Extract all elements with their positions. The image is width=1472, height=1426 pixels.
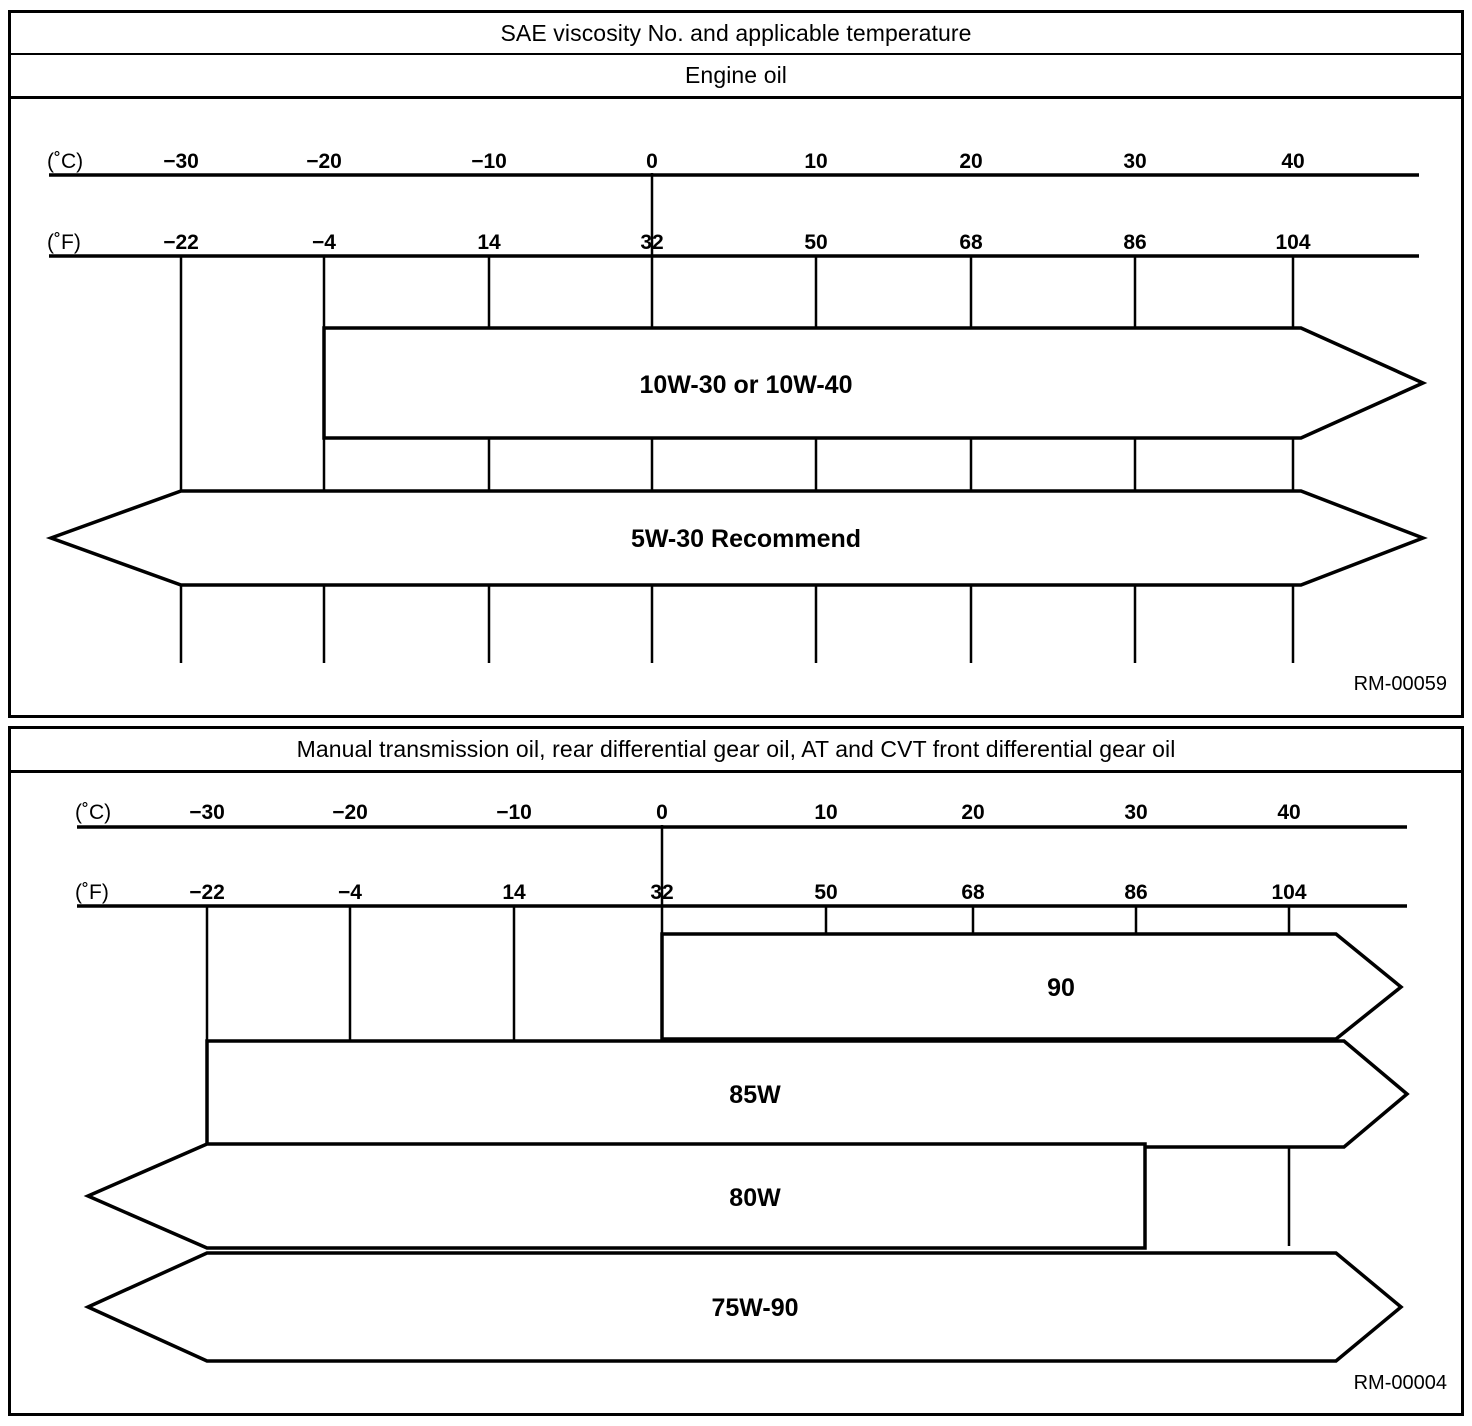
band-label-10w30: 10W-30 or 10W-40 bbox=[640, 371, 853, 399]
engine-oil-heading-banner: Engine oil bbox=[11, 55, 1461, 99]
c2-tick-1: −20 bbox=[332, 801, 368, 824]
fahrenheit-unit-label: (˚F) bbox=[47, 231, 81, 254]
fahrenheit-unit-label-2: (˚F) bbox=[75, 881, 109, 904]
band-label-75w90: 75W-90 bbox=[711, 1294, 798, 1322]
band-label-5w30: 5W-30 Recommend bbox=[631, 525, 861, 553]
band-label-80w: 80W bbox=[729, 1184, 781, 1212]
c-tick-4: 10 bbox=[804, 150, 827, 173]
f-tick-2: 14 bbox=[477, 231, 501, 254]
celsius-unit-label: (˚C) bbox=[47, 150, 83, 173]
gear-oil-panel: Manual transmission oil, rear differenti… bbox=[8, 726, 1464, 1416]
c2-tick-2: −10 bbox=[496, 801, 532, 824]
c-tick-0: −30 bbox=[163, 150, 199, 173]
c-tick-7: 40 bbox=[1281, 150, 1304, 173]
f-tick-1: −4 bbox=[312, 231, 336, 254]
page-title: SAE viscosity No. and applicable tempera… bbox=[500, 19, 972, 46]
gear-oil-heading: Manual transmission oil, rear differenti… bbox=[296, 736, 1176, 762]
main-title-banner: SAE viscosity No. and applicable tempera… bbox=[11, 13, 1461, 55]
engine-oil-panel: SAE viscosity No. and applicable tempera… bbox=[8, 10, 1464, 718]
gear-oil-chart: −30 −20 −10 0 10 20 30 40 −22 −4 14 32 5… bbox=[11, 729, 1461, 1413]
c2-tick-3: 0 bbox=[656, 801, 668, 824]
c-tick-6: 30 bbox=[1123, 150, 1146, 173]
c-tick-3: 0 bbox=[646, 150, 658, 173]
f-tick-4: 50 bbox=[804, 231, 827, 254]
engine-oil-heading: Engine oil bbox=[684, 62, 788, 88]
f-tick-7: 104 bbox=[1275, 231, 1310, 254]
f2-tick-0: −22 bbox=[189, 881, 225, 904]
f2-tick-4: 50 bbox=[814, 881, 837, 904]
band-label-85w: 85W bbox=[729, 1081, 781, 1109]
c2-tick-5: 20 bbox=[961, 801, 984, 824]
f2-tick-1: −4 bbox=[338, 881, 362, 904]
f2-tick-5: 68 bbox=[961, 881, 985, 904]
f-tick-5: 68 bbox=[959, 231, 983, 254]
celsius-unit-label-2: (˚C) bbox=[75, 801, 111, 824]
f-tick-0: −22 bbox=[163, 231, 199, 254]
gear-oil-heading-banner: Manual transmission oil, rear differenti… bbox=[11, 729, 1461, 773]
c2-tick-0: −30 bbox=[189, 801, 225, 824]
f2-tick-6: 86 bbox=[1124, 881, 1147, 904]
f2-tick-7: 104 bbox=[1271, 881, 1306, 904]
engine-oil-chart: −30 −20 −10 0 10 20 30 40 −22 −4 14 32 5… bbox=[11, 13, 1461, 715]
c-tick-1: −20 bbox=[306, 150, 342, 173]
f-tick-6: 86 bbox=[1123, 231, 1146, 254]
c-tick-5: 20 bbox=[959, 150, 982, 173]
c2-tick-4: 10 bbox=[814, 801, 837, 824]
f2-tick-2: 14 bbox=[502, 881, 526, 904]
c2-tick-7: 40 bbox=[1277, 801, 1300, 824]
gear-oil-figure-code: RM-00004 bbox=[1353, 1372, 1447, 1394]
c-tick-2: −10 bbox=[471, 150, 507, 173]
engine-oil-figure-code: RM-00059 bbox=[1353, 673, 1447, 695]
c2-tick-6: 30 bbox=[1124, 801, 1147, 824]
band-label-90: 90 bbox=[1047, 974, 1075, 1002]
f2-tick-3: 32 bbox=[650, 881, 673, 904]
f-tick-3: 32 bbox=[640, 231, 663, 254]
